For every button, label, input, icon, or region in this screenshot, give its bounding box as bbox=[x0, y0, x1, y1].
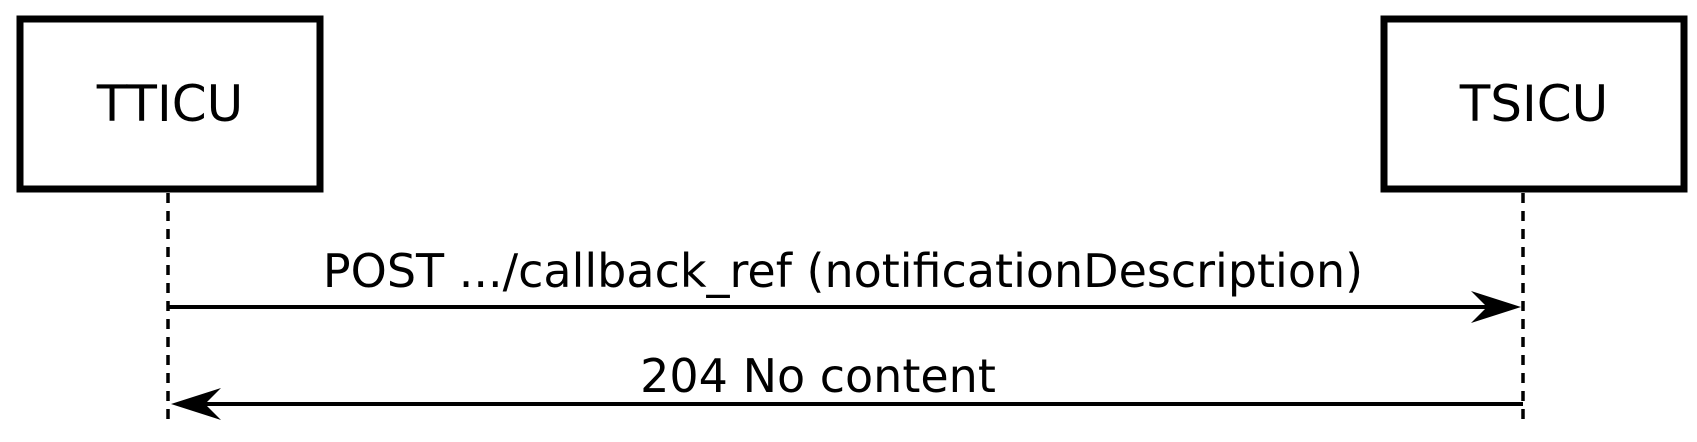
message-response: 204 No content bbox=[171, 349, 1523, 420]
message-request-label: POST .../callback_ref (notificationDescr… bbox=[323, 244, 1363, 298]
participant-tsicu: TSICU bbox=[1380, 15, 1688, 193]
participant-ttiicu-label: TTICU bbox=[96, 75, 243, 133]
participant-tsicu-label: TSICU bbox=[1459, 75, 1609, 133]
participant-ttiicu: TTICU bbox=[16, 15, 324, 193]
message-response-arrowhead bbox=[171, 388, 221, 420]
message-response-label: 204 No content bbox=[640, 349, 996, 403]
message-request: POST .../callback_ref (notificationDescr… bbox=[168, 244, 1521, 323]
message-request-arrowhead bbox=[1471, 291, 1521, 323]
participant-tsicu-box bbox=[1380, 15, 1688, 193]
participant-ttiicu-box bbox=[16, 15, 324, 193]
